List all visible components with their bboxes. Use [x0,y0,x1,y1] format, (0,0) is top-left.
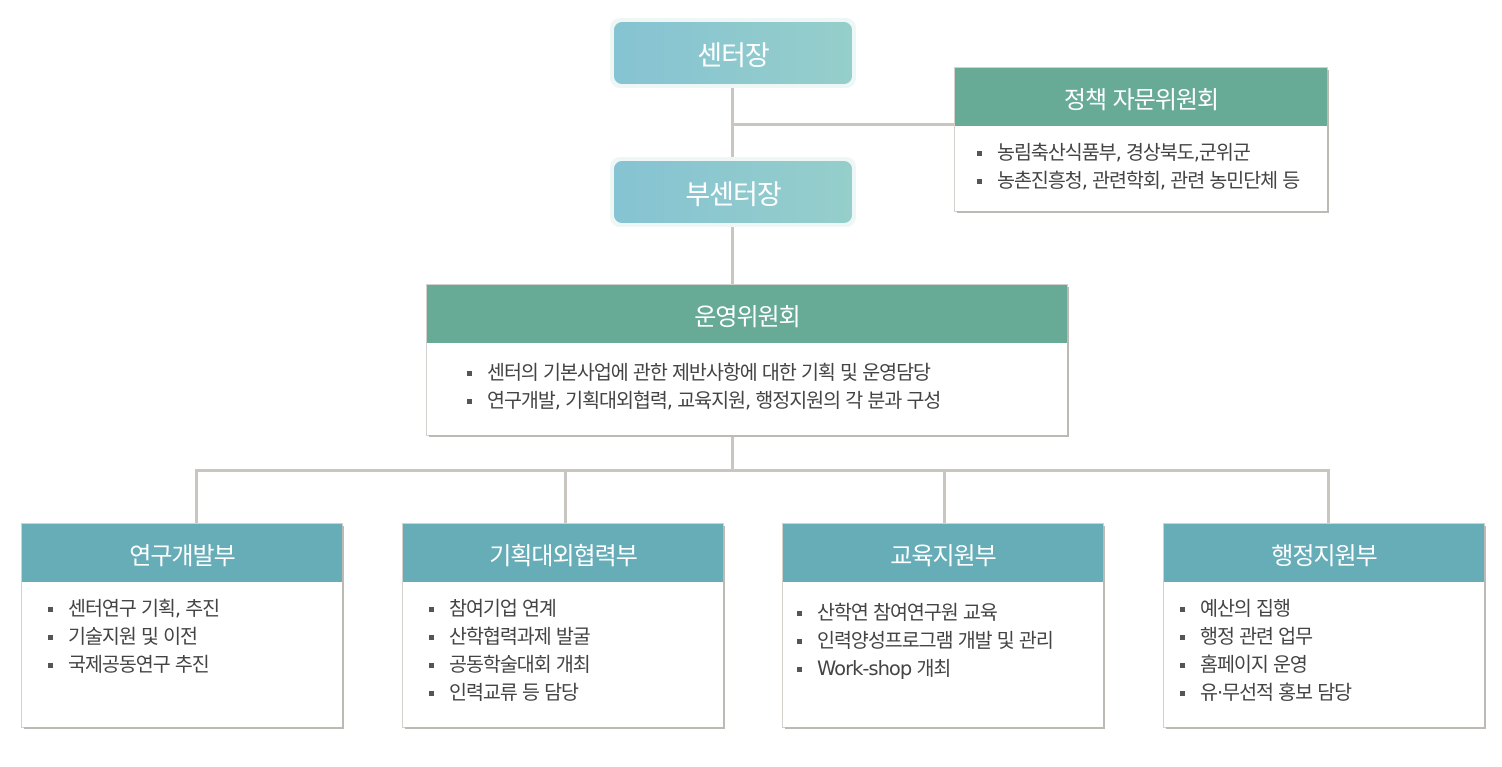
connector-vice-committee [731,224,734,285]
list-item: 기술지원 및 이전 [46,623,342,651]
department-research: 연구개발부 센터연구 기획, 추진 기술지원 및 이전 국제공동연구 추진 [22,524,342,727]
operating-committee-title: 운영위원회 [427,285,1067,343]
connector-dept-4 [1327,469,1330,525]
list-item: 센터연구 기획, 추진 [46,595,342,623]
department-list: 참여기업 연계 산학협력과제 발굴 공동학술대회 개최 인력교류 등 담당 [403,582,723,707]
advisory-committee-title: 정책 자문위원회 [955,68,1327,126]
list-item: 국제공동연구 추진 [46,651,342,679]
department-list: 산학연 참여연구원 교육 인력양성프로그램 개발 및 관리 Work-shop … [783,582,1103,683]
list-item: 공동학술대회 개최 [427,651,723,679]
list-item: 참여기업 연계 [427,595,723,623]
department-education: 교육지원부 산학연 참여연구원 교육 인력양성프로그램 개발 및 관리 Work… [783,524,1103,727]
connector-dept-3 [943,469,946,525]
director-node: 센터장 [610,18,856,88]
department-list: 예산의 집행 행정 관련 업무 홈페이지 운영 유·무선적 홍보 담당 [1164,582,1484,707]
connector-advisory [731,123,955,126]
department-planning-cooperation: 기획대외협력부 참여기업 연계 산학협력과제 발굴 공동학술대회 개최 인력교류… [403,524,723,727]
department-administration: 행정지원부 예산의 집행 행정 관련 업무 홈페이지 운영 유·무선적 홍보 담… [1164,524,1484,727]
list-item: 산학협력과제 발굴 [427,623,723,651]
department-title: 행정지원부 [1164,524,1484,582]
list-item: 홈페이지 운영 [1178,651,1484,679]
advisory-committee-list: 농림축산식품부, 경상북도,군위군 농촌진흥청, 관련학회, 관련 농민단체 등 [955,126,1327,195]
department-title: 교육지원부 [783,524,1103,582]
list-item: 인력교류 등 담당 [427,679,723,707]
advisory-committee-box: 정책 자문위원회 농림축산식품부, 경상북도,군위군 농촌진흥청, 관련학회, … [955,68,1327,211]
connector-committee-departments [731,434,734,471]
list-item: 산학연 참여연구원 교육 [795,599,1103,627]
vice-director-label: 부센터장 [614,161,852,223]
operating-committee-list: 센터의 기본사업에 관한 제반사항에 대한 기획 및 운영담당 연구개발, 기획… [427,343,1067,415]
vice-director-node: 부센터장 [610,157,856,227]
list-item: Work-shop 개최 [795,655,1103,683]
list-item: 연구개발, 기획대외협력, 교육지원, 행정지원의 각 분과 구성 [465,387,1067,415]
connector-dept-2 [564,469,567,525]
director-label: 센터장 [614,22,852,84]
department-title: 연구개발부 [22,524,342,582]
list-item: 행정 관련 업무 [1178,623,1484,651]
connector-dept-1 [195,469,198,525]
list-item: 농림축산식품부, 경상북도,군위군 [975,139,1327,167]
operating-committee-box: 운영위원회 센터의 기본사업에 관한 제반사항에 대한 기획 및 운영담당 연구… [427,285,1067,435]
list-item: 센터의 기본사업에 관한 제반사항에 대한 기획 및 운영담당 [465,359,1067,387]
connector-horizontal-departments [195,469,1330,472]
department-list: 센터연구 기획, 추진 기술지원 및 이전 국제공동연구 추진 [22,582,342,679]
list-item: 유·무선적 홍보 담당 [1178,679,1484,707]
department-title: 기획대외협력부 [403,524,723,582]
list-item: 인력양성프로그램 개발 및 관리 [795,627,1103,655]
list-item: 농촌진흥청, 관련학회, 관련 농민단체 등 [975,167,1327,195]
list-item: 예산의 집행 [1178,595,1484,623]
